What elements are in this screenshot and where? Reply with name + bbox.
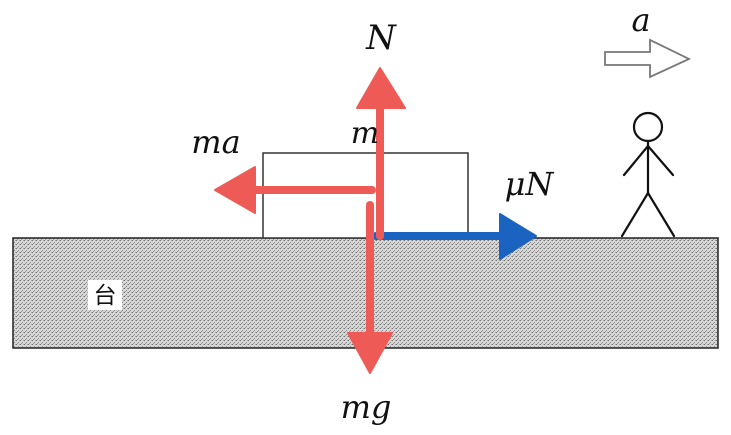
stick-figure-icon xyxy=(620,111,676,238)
hollow-arrow-right-icon xyxy=(604,38,692,79)
inertial-force-label: ma xyxy=(191,123,240,161)
block-mass-label: m xyxy=(351,116,379,151)
block xyxy=(262,152,469,239)
stage-label: 台 xyxy=(94,283,117,309)
stage-label-bg xyxy=(88,280,122,310)
normal-force-label: N xyxy=(365,18,397,58)
friction-force-label: μN xyxy=(505,165,555,203)
inertial-force-arrow xyxy=(214,166,376,214)
acceleration-label: a xyxy=(631,1,650,39)
normal-force-arrow xyxy=(356,67,406,240)
gravity-force-arrow xyxy=(347,201,393,374)
gravity-force-label: mg xyxy=(341,388,392,426)
stage-platform xyxy=(12,237,719,349)
friction-force-arrow xyxy=(372,213,537,260)
